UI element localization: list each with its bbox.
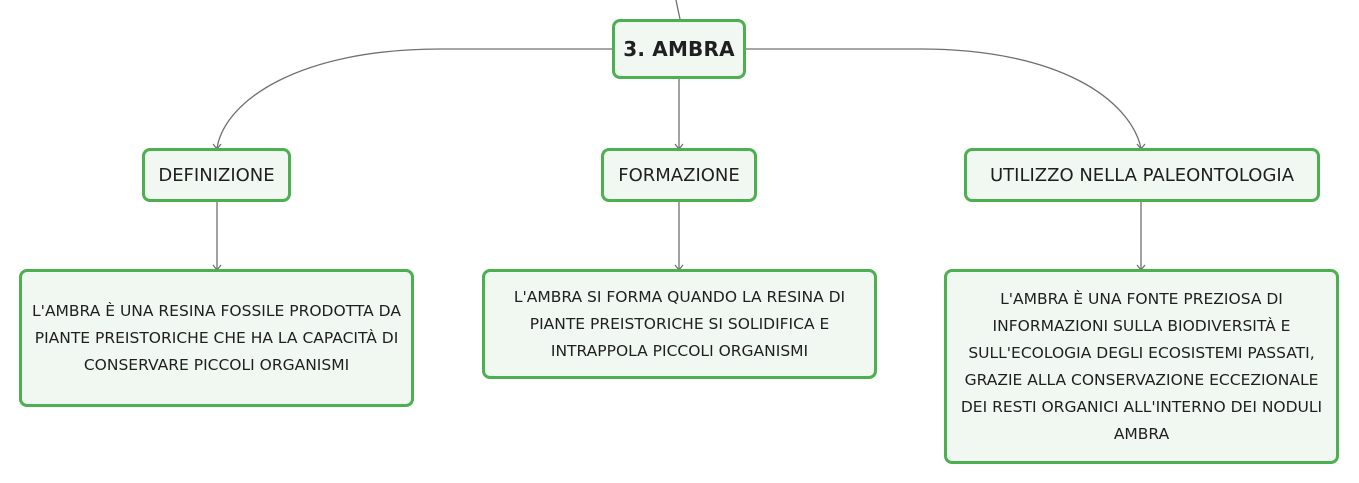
branch-node-label: UTILIZZO NELLA PALEONTOLOGIA [989, 164, 1295, 186]
branch-node-label: FORMAZIONE [618, 164, 740, 186]
branch-node-formazione[interactable]: FORMAZIONE [601, 148, 757, 202]
connector-root-to-utilizzo [746, 48, 1142, 149]
branch-node-label: DEFINIZIONE [158, 164, 275, 186]
detail-node-text: L'AMBRA È UNA FONTE PREZIOSA DI INFORMAZ… [960, 289, 1323, 443]
detail-node-utilizzo[interactable]: L'AMBRA È UNA FONTE PREZIOSA DI INFORMAZ… [944, 269, 1339, 464]
detail-node-text: L'AMBRA SI FORMA QUANDO LA RESINA DI PIA… [513, 287, 846, 360]
root-node-label: 3. AMBRA [623, 37, 735, 61]
connector-parent-to-root [675, 0, 681, 20]
detail-node-formazione[interactable]: L'AMBRA SI FORMA QUANDO LA RESINA DI PIA… [482, 269, 877, 379]
connector-root-to-definizione [216, 48, 612, 149]
branch-node-definizione[interactable]: DEFINIZIONE [142, 148, 291, 202]
detail-node-text: L'AMBRA È UNA RESINA FOSSILE PRODOTTA DA… [32, 301, 401, 374]
root-node[interactable]: 3. AMBRA [612, 19, 746, 79]
detail-node-definizione[interactable]: L'AMBRA È UNA RESINA FOSSILE PRODOTTA DA… [19, 269, 414, 407]
branch-node-utilizzo[interactable]: UTILIZZO NELLA PALEONTOLOGIA [964, 148, 1320, 202]
